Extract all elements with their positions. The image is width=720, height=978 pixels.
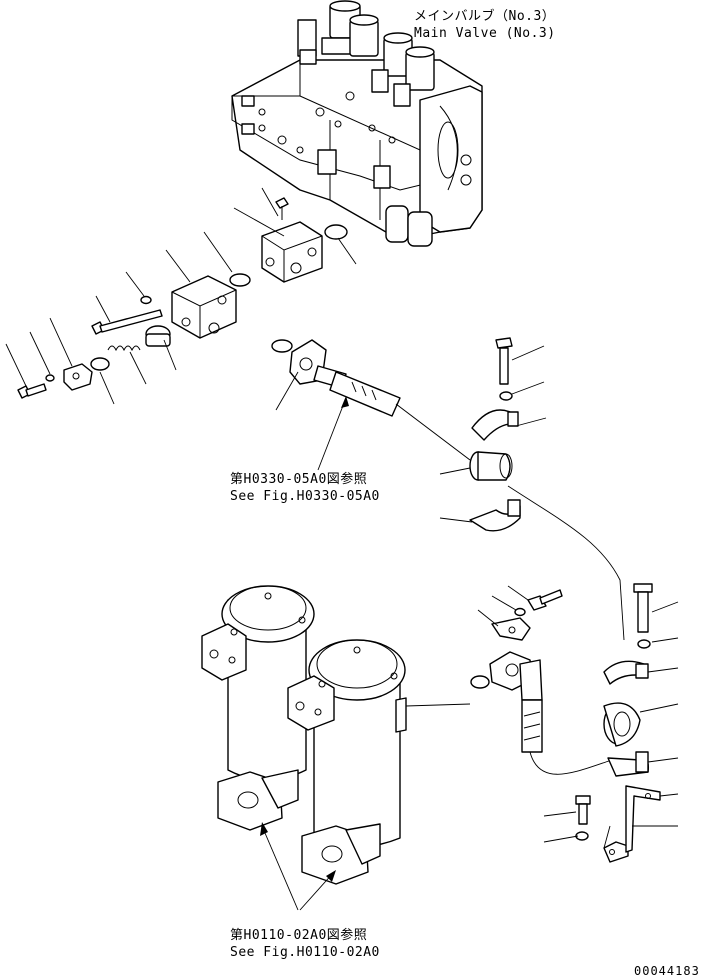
clamp-far-right-bottom <box>607 751 650 777</box>
pipe-flange-fitting <box>469 451 513 481</box>
bracket <box>603 785 661 863</box>
relief-cartridge <box>145 325 171 347</box>
bolt-right-mid <box>527 589 563 611</box>
small-bolt-top <box>275 197 289 220</box>
pipe-assembly-upper <box>289 339 471 461</box>
washer-far-right <box>637 639 651 649</box>
cover-plate <box>63 363 93 391</box>
hose-line <box>507 485 625 641</box>
reference-label-1-jp: 第H0330-05A0図参照 <box>230 471 367 487</box>
washer-left <box>45 374 55 382</box>
bolt-far-right <box>633 583 653 633</box>
o-ring-elbow <box>470 675 490 689</box>
o-ring-left <box>90 357 110 371</box>
washer-right-top <box>499 391 513 401</box>
bolt-bracket <box>575 795 591 825</box>
solenoid-2 <box>349 14 379 57</box>
bolt-left <box>17 383 47 399</box>
spring <box>107 345 141 352</box>
filter-rear <box>201 585 315 831</box>
clamp-top-half <box>471 409 519 441</box>
filter-front <box>287 639 471 885</box>
connector-block-lower <box>171 275 237 339</box>
bolt-right-top <box>495 337 513 385</box>
o-ring-upper-right <box>324 224 348 240</box>
reference-label-1-en: See Fig.H0330-05A0 <box>230 489 380 504</box>
o-ring-mid <box>229 273 251 287</box>
clamp-right-mid <box>491 617 531 641</box>
o-ring-pipe <box>271 339 293 353</box>
reference-label-2-en: See Fig.H0110-02A0 <box>230 945 380 960</box>
main-valve-assembly <box>231 0 483 247</box>
main-valve-label-jp: メインバルブ（No.3） <box>414 8 555 24</box>
clamp-far-right-top <box>603 660 649 685</box>
leader-lines <box>5 187 679 911</box>
washer-right-mid <box>514 607 526 617</box>
reference-label-2-jp: 第H0110-02A0図参照 <box>230 927 367 943</box>
clamp-bottom-half <box>469 499 521 532</box>
elbow-flange-hose <box>489 651 613 775</box>
figure-number: 00044183 <box>634 964 700 978</box>
connector-block-upper <box>261 221 323 283</box>
solenoid-4 <box>405 46 435 91</box>
main-valve-label-en: Main Valve (No.3) <box>414 26 556 41</box>
washer-small <box>140 295 152 305</box>
pipe-flange-right <box>603 702 641 747</box>
long-bolt <box>91 309 163 335</box>
